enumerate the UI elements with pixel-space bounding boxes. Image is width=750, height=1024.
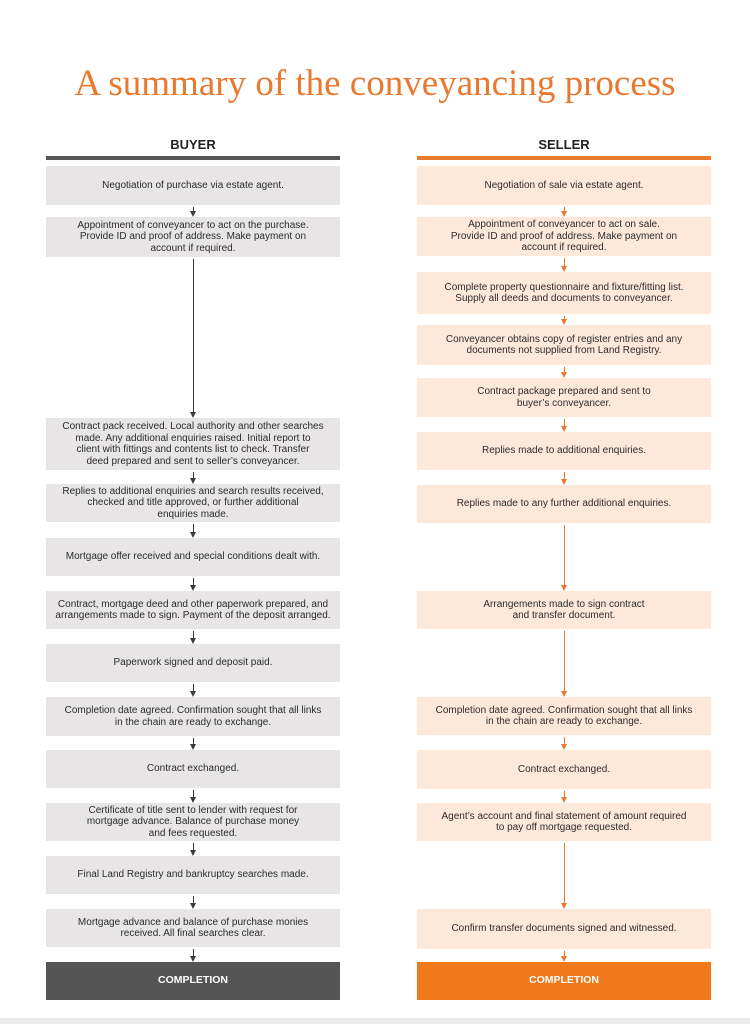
buyer-step-11: Final Land Registry and bankruptcy searc… <box>46 856 340 894</box>
seller-step-8: Arrangements made to sign contract and t… <box>417 591 711 629</box>
buyer-step-8: Completion date agreed. Confirmation sou… <box>46 697 340 736</box>
buyer-step-6: Contract, mortgage deed and other paperw… <box>46 591 340 629</box>
seller-step-10: Contract exchanged. <box>417 750 711 789</box>
buyer-step-12: Mortgage advance and balance of purchase… <box>46 909 340 947</box>
page-title: A summary of the conveyancing process <box>74 63 676 104</box>
buyer-step-3: Contract pack received. Local authority … <box>46 418 340 470</box>
seller-step-9: Completion date agreed. Confirmation sou… <box>417 697 711 735</box>
seller-heading-rule <box>417 156 711 160</box>
buyer-heading-rule <box>46 156 340 160</box>
seller-step-4: Conveyancer obtains copy of register ent… <box>417 325 711 365</box>
buyer-column-heading: BUYER <box>170 137 216 152</box>
seller-step-1: Negotiation of sale via estate agent. <box>417 166 711 205</box>
buyer-completion-box: COMPLETION <box>46 962 340 1000</box>
buyer-step-4: Replies to additional enquiries and sear… <box>46 484 340 522</box>
buyer-step-7: Paperwork signed and deposit paid. <box>46 644 340 682</box>
seller-step-6: Replies made to additional enquiries. <box>417 432 711 470</box>
bottom-strip <box>0 1018 750 1024</box>
seller-completion-box: COMPLETION <box>417 962 711 1000</box>
seller-step-7: Replies made to any further additional e… <box>417 485 711 523</box>
seller-step-5: Contract package prepared and sent to bu… <box>417 378 711 417</box>
seller-step-12: Confirm transfer documents signed and wi… <box>417 909 711 949</box>
buyer-step-1: Negotiation of purchase via estate agent… <box>46 166 340 205</box>
buyer-step-2: Appointment of conveyancer to act on the… <box>46 217 340 257</box>
buyer-step-5: Mortgage offer received and special cond… <box>46 538 340 576</box>
seller-step-3: Complete property questionnaire and fixt… <box>417 272 711 314</box>
buyer-step-10: Certificate of title sent to lender with… <box>46 803 340 841</box>
seller-step-2: Appointment of conveyancer to act on sal… <box>417 217 711 256</box>
seller-step-11: Agent’s account and final statement of a… <box>417 803 711 841</box>
buyer-step-9: Contract exchanged. <box>46 750 340 788</box>
seller-column-heading: SELLER <box>538 137 590 152</box>
